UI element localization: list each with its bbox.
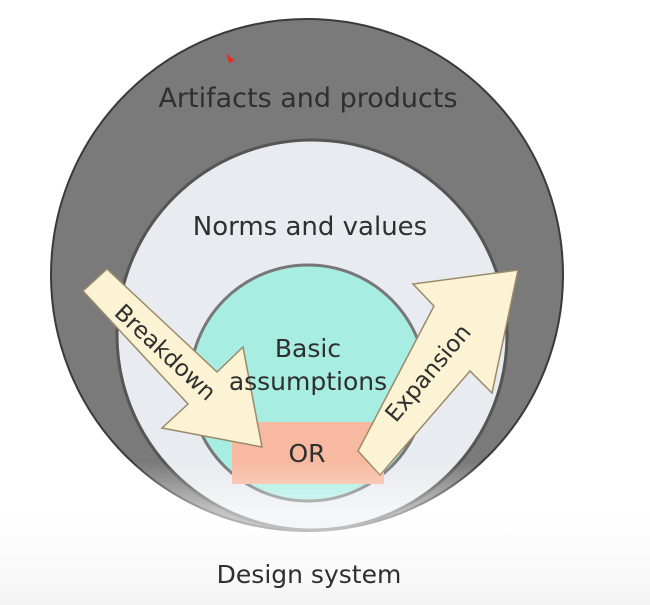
middle-layer-label: Norms and values — [193, 212, 427, 242]
cursor-mark-icon — [226, 53, 235, 63]
inner-layer-label-line1: Basic — [275, 334, 341, 363]
footer-label: Design system — [217, 560, 402, 589]
inner-layer-label-line2: assumptions — [229, 367, 387, 396]
outer-layer-label: Artifacts and products — [158, 83, 457, 114]
bottom-fade-overlay — [0, 462, 650, 605]
expansion-arrow — [357, 269, 519, 477]
breakdown-arrow — [81, 267, 263, 448]
